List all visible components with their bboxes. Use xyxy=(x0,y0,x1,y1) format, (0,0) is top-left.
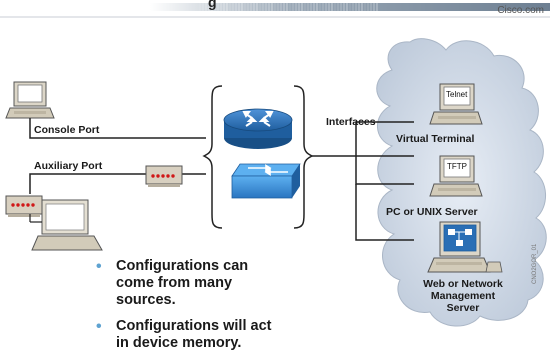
tftp-pc-icon xyxy=(429,155,483,197)
bullet-item: • Configurations can come from many sour… xyxy=(96,258,286,309)
telnet-screen-text: Telnet xyxy=(446,90,468,99)
console-port-label: Console Port xyxy=(34,124,100,136)
virtual-terminal-label: Virtual Terminal xyxy=(396,133,475,145)
aux-cable-left xyxy=(29,173,150,194)
pc-unix-server-label: PC or UNIX Server xyxy=(386,206,478,218)
console-cable xyxy=(29,118,206,139)
network-management-workstation-icon xyxy=(427,221,503,273)
laptop-icon xyxy=(5,195,103,251)
right-brace xyxy=(293,85,314,229)
nms-link xyxy=(355,184,414,241)
nms-label-line-3: Server xyxy=(446,302,480,314)
console-pc-icon xyxy=(5,81,55,119)
left-brace xyxy=(202,85,223,229)
vty-link xyxy=(312,121,414,157)
interfaces-label: Interfaces xyxy=(326,116,376,128)
router-icon xyxy=(223,108,293,149)
auxiliary-port-label: Auxiliary Port xyxy=(34,160,103,172)
tftp-screen-text: TFTP xyxy=(447,162,467,171)
bullet-item: • Configurations will act in device memo… xyxy=(96,318,286,352)
network-management-server-label: Web or Network Management Server xyxy=(408,278,518,314)
figure-id-stamp: CNO2GOR_01 xyxy=(532,243,538,284)
bullet-dot-icon: • xyxy=(96,318,102,335)
bullet-list: • Configurations can come from many sour… xyxy=(96,258,286,361)
telnet-pc-icon xyxy=(429,83,483,125)
switch-icon xyxy=(231,163,301,199)
header-strip xyxy=(0,0,550,18)
bullet-dot-icon: • xyxy=(96,258,102,275)
title-fragment: g xyxy=(208,0,217,10)
bullet-text: Configurations will act in device memory… xyxy=(116,318,272,351)
nms-label-line-1: Web or Network xyxy=(423,278,503,290)
brand-label: Cisco.com xyxy=(497,5,544,16)
bullet-text: Configurations can come from many source… xyxy=(116,258,249,308)
modem-icon xyxy=(145,165,183,187)
nms-label-line-2: Management xyxy=(430,290,496,302)
